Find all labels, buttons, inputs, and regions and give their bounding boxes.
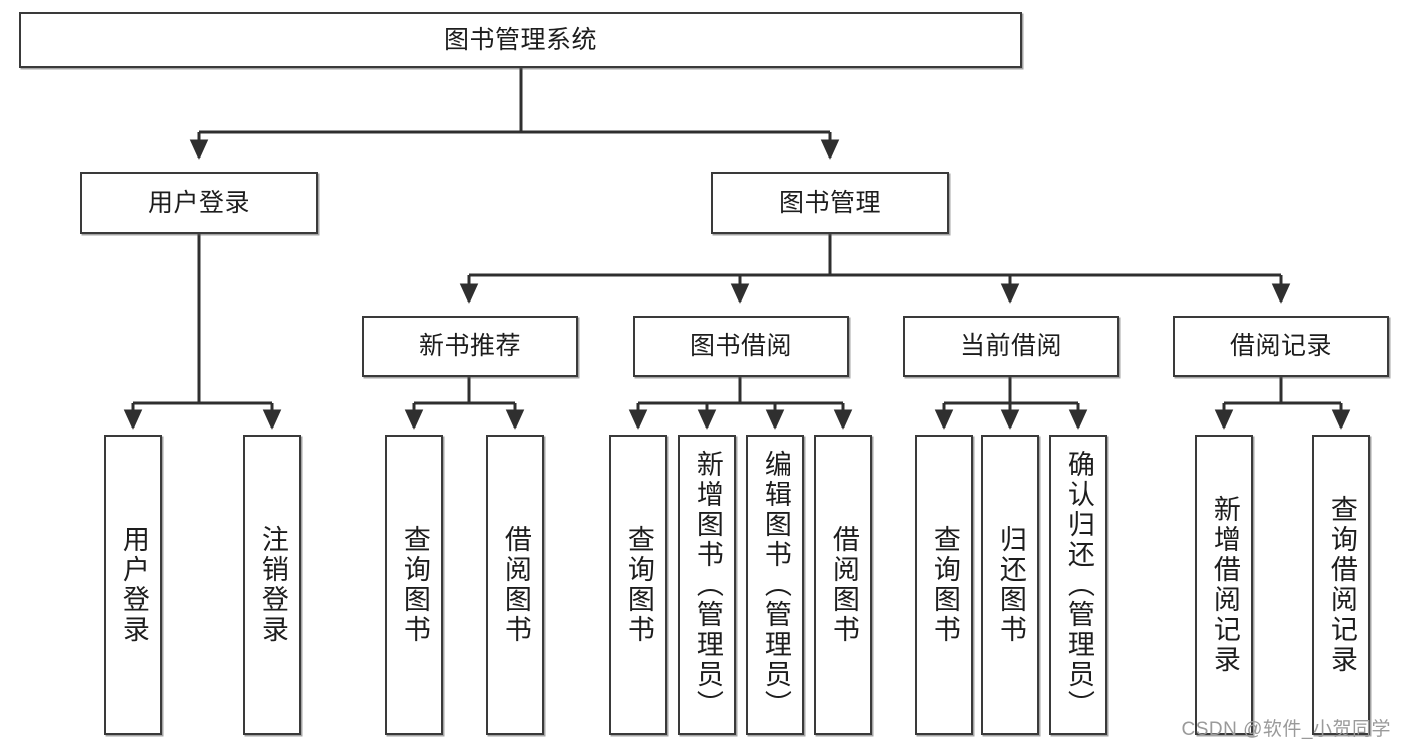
node-label: 查询借阅记录 xyxy=(1326,495,1357,675)
leaf-book-borrow-add-admin[interactable]: 新增图书（管理员） xyxy=(678,435,736,735)
node-root-book-management-system[interactable]: 图书管理系统 xyxy=(19,12,1022,68)
node-book-borrow[interactable]: 图书借阅 xyxy=(633,316,849,377)
node-label: 用户登录 xyxy=(118,525,149,645)
node-label: 当前借阅 xyxy=(959,332,1062,361)
node-label: 注销登录 xyxy=(257,525,288,645)
node-label: 查询图书 xyxy=(623,525,654,645)
leaf-user-login-logout[interactable]: 注销登录 xyxy=(243,435,301,735)
node-user-login[interactable]: 用户登录 xyxy=(80,172,318,234)
node-label: 查询图书 xyxy=(929,525,960,645)
node-label: 借阅记录 xyxy=(1229,332,1332,361)
leaf-current-borrow-return[interactable]: 归还图书 xyxy=(981,435,1039,735)
leaf-user-login-signin[interactable]: 用户登录 xyxy=(104,435,162,735)
leaf-book-borrow-borrow[interactable]: 借阅图书 xyxy=(814,435,872,735)
node-label: 图书管理 xyxy=(778,188,881,217)
node-label: 图书管理系统 xyxy=(443,25,597,54)
node-label: 用户登录 xyxy=(147,188,250,217)
node-current-borrow[interactable]: 当前借阅 xyxy=(903,316,1119,377)
node-label: 编辑图书（管理员） xyxy=(760,450,791,720)
node-label: 借阅图书 xyxy=(828,525,859,645)
node-book-management[interactable]: 图书管理 xyxy=(711,172,949,234)
leaf-current-borrow-confirm-admin[interactable]: 确认归还（管理员） xyxy=(1049,435,1107,735)
node-label: 新书推荐 xyxy=(418,332,521,361)
watermark-text: CSDN @软件_小贺同学 xyxy=(1181,719,1391,740)
node-label: 确认归还（管理员） xyxy=(1063,450,1094,720)
leaf-borrow-record-query[interactable]: 查询借阅记录 xyxy=(1312,435,1370,735)
node-label: 查询图书 xyxy=(399,525,430,645)
node-label: 归还图书 xyxy=(995,525,1026,645)
node-borrow-record[interactable]: 借阅记录 xyxy=(1173,316,1389,377)
node-new-book-recommend[interactable]: 新书推荐 xyxy=(362,316,578,377)
leaf-book-borrow-query[interactable]: 查询图书 xyxy=(609,435,667,735)
leaf-current-borrow-query[interactable]: 查询图书 xyxy=(915,435,973,735)
node-label: 借阅图书 xyxy=(500,525,531,645)
node-label: 新增图书（管理员） xyxy=(692,450,723,720)
leaf-new-book-borrow[interactable]: 借阅图书 xyxy=(486,435,544,735)
leaf-new-book-query[interactable]: 查询图书 xyxy=(385,435,443,735)
leaf-book-borrow-edit-admin[interactable]: 编辑图书（管理员） xyxy=(746,435,804,735)
node-label: 图书借阅 xyxy=(689,332,792,361)
leaf-borrow-record-add[interactable]: 新增借阅记录 xyxy=(1195,435,1253,735)
node-label: 新增借阅记录 xyxy=(1209,495,1240,675)
